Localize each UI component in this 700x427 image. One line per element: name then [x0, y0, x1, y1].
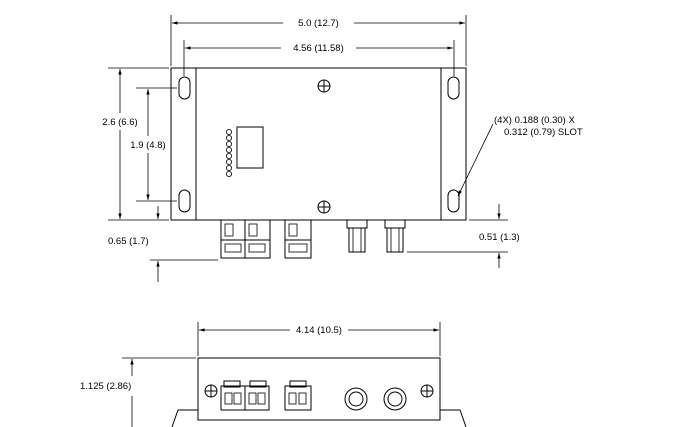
led-array-icon	[225, 128, 232, 177]
bnc-connector	[346, 219, 368, 253]
screw-icon	[420, 384, 434, 398]
slot-note-line1: (4X) 0.188 (0.30) X	[494, 115, 575, 126]
slot-note-line2: 0.312 (0.79) SLOT	[504, 127, 583, 138]
front-view: 4.14 (10.5) 1.125 (2.86)	[80, 322, 467, 427]
slot-bottom-right	[447, 189, 460, 213]
left-flange	[170, 67, 197, 221]
right-flange	[440, 67, 467, 221]
bnc-front	[344, 387, 368, 411]
dim-front-width: 4.14 (10.5)	[296, 325, 342, 336]
screw-icon	[204, 384, 218, 398]
slot-top-right	[447, 76, 460, 100]
dim-connector-right: 0.51 (1.3)	[479, 232, 520, 243]
terminal-block-front	[284, 380, 312, 411]
dim-overall-width: 5.0 (12.7)	[298, 18, 339, 29]
bnc-connector	[384, 219, 406, 253]
dim-hole-vertical: 1.9 (4.8)	[130, 140, 165, 151]
bnc-front	[383, 387, 407, 411]
screw-icon	[317, 79, 331, 93]
dim-connector-left: 0.65 (1.7)	[108, 236, 149, 247]
slot-bottom-left	[178, 189, 191, 213]
front-body	[197, 357, 441, 421]
terminal-block-connector	[220, 219, 271, 259]
enclosure-body	[195, 67, 442, 221]
chip-outline	[236, 126, 264, 169]
terminal-block-front	[220, 380, 270, 411]
dim-front-height: 1.125 (2.86)	[80, 381, 131, 392]
terminal-block-connector	[284, 219, 312, 259]
screw-icon	[317, 200, 331, 214]
slot-top-left	[178, 76, 191, 100]
top-view: 5.0 (12.7) 4.56 (11.58) 2.6 (6.6) 1.9 (4…	[102, 15, 583, 282]
dim-hole-spacing: 4.56 (11.58)	[293, 43, 344, 54]
dim-overall-height: 2.6 (6.6)	[102, 117, 137, 128]
